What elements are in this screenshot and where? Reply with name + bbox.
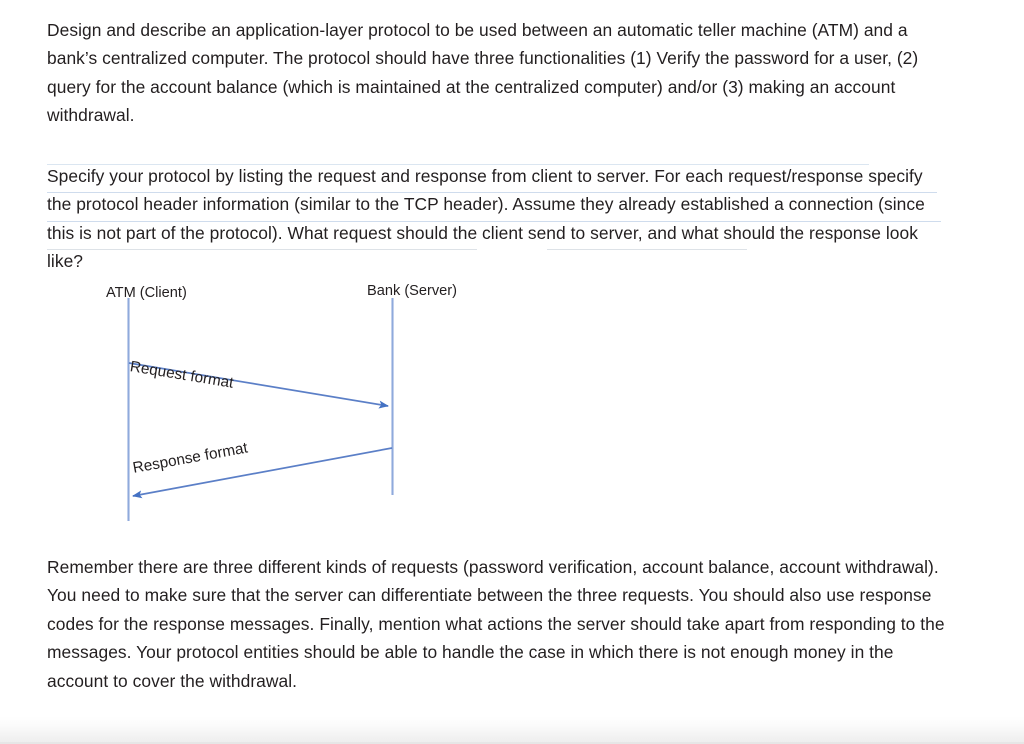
paragraph-protocol-specification: Specify your protocol by listing the req…	[47, 166, 925, 272]
message-arrow-response	[132, 447, 393, 499]
sequence-diagram-canvas	[127, 298, 394, 521]
paragraph-requirements: Remember there are three different kinds…	[47, 557, 945, 691]
lifeline-label-client: ATM (Client)	[106, 285, 187, 301]
lifeline-label-server: Bank (Server)	[367, 283, 458, 299]
page-bottom-divider	[0, 742, 1024, 744]
message-arrow-request	[128, 362, 389, 409]
paragraph-problem-statement: Design and describe an application-layer…	[47, 20, 919, 126]
sequence-diagram: ATM (Client) Bank (Server) Request forma…	[47, 276, 517, 528]
